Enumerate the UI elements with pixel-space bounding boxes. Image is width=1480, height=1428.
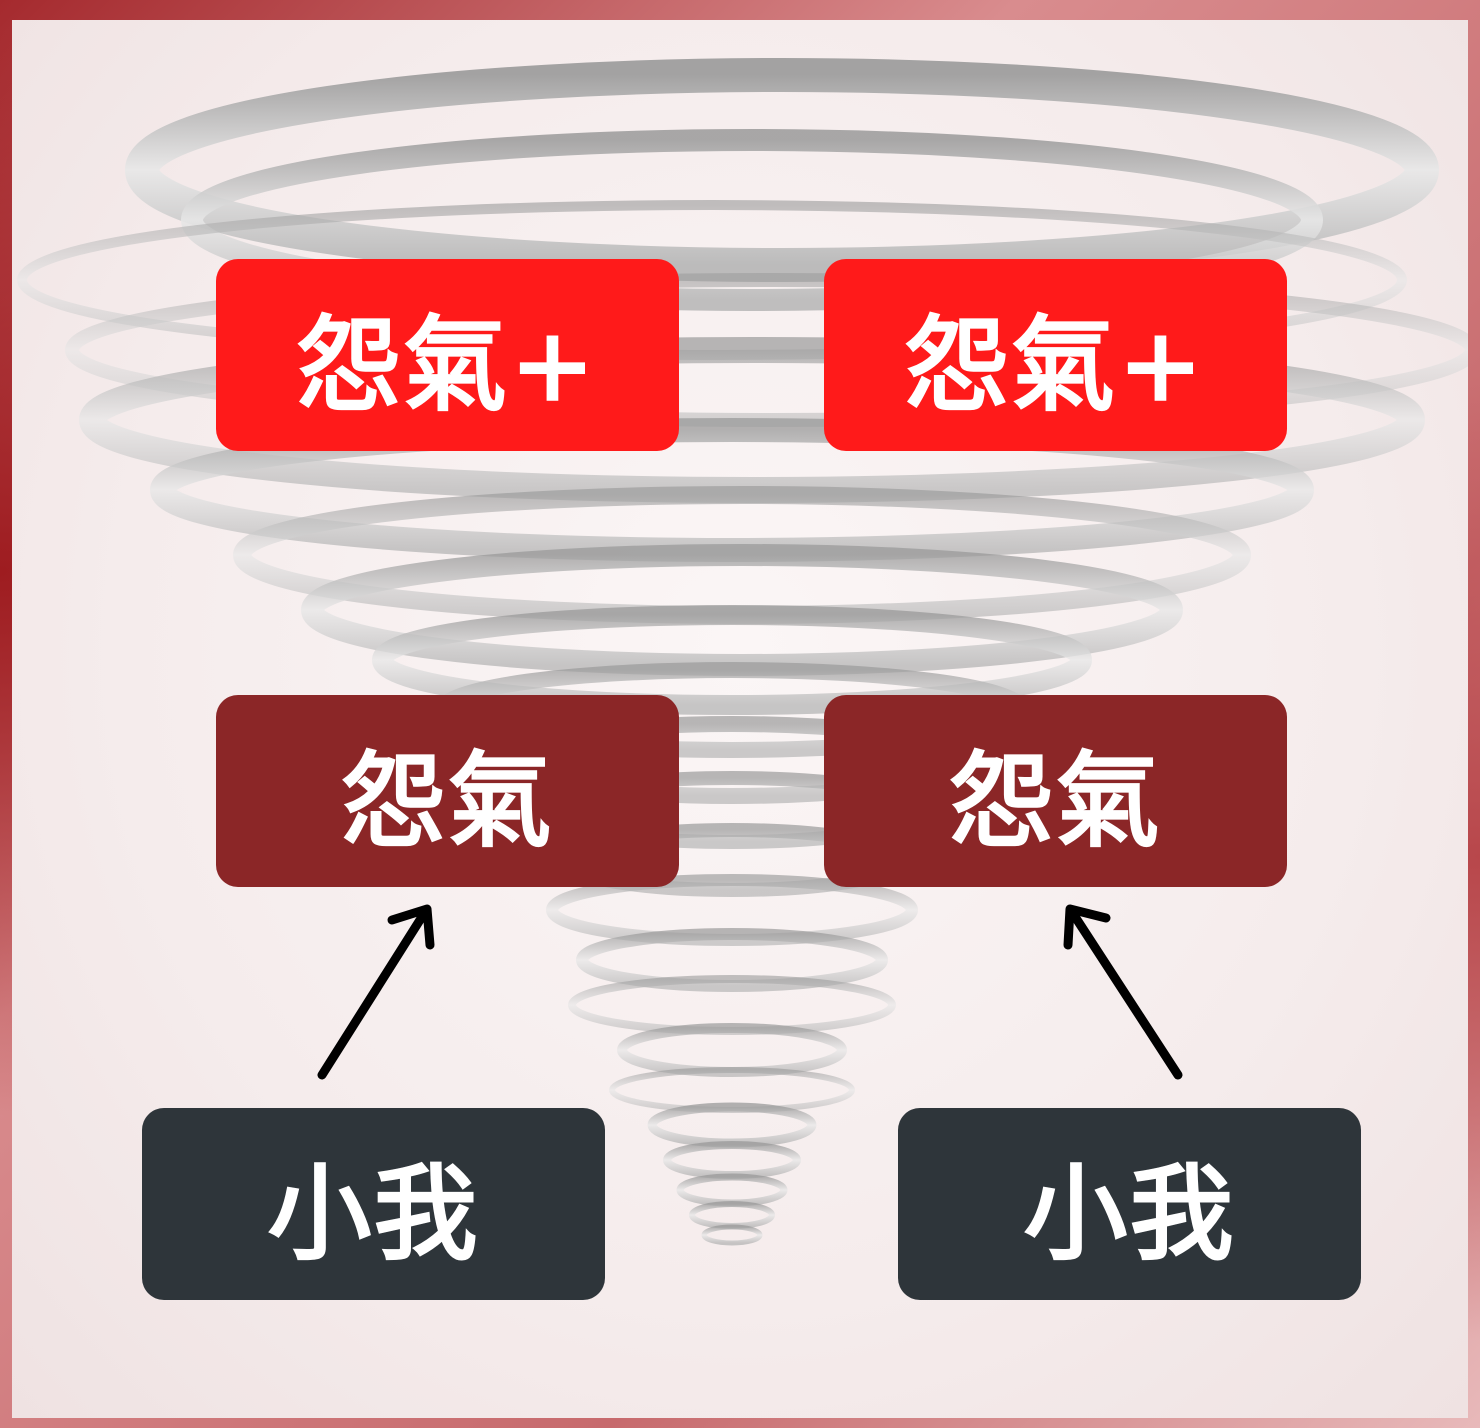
tornado-illustration <box>17 58 1468 1246</box>
resentment-box-right: 怨氣 <box>824 695 1287 887</box>
resentment-box-left: 怨氣 <box>216 695 679 887</box>
ego-box-left: 小我 <box>142 1108 605 1300</box>
ego-box-right: 小我 <box>898 1108 1361 1300</box>
resentment-plus-box-right: 怨氣+ <box>824 259 1287 451</box>
resentment-plus-box-left: 怨氣+ <box>216 259 679 451</box>
